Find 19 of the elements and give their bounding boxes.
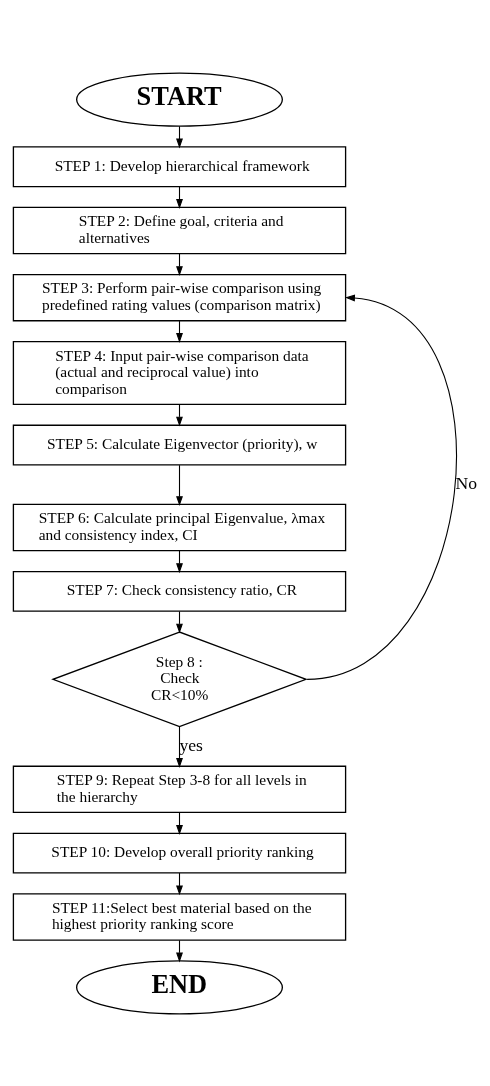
node-box: STEP 4: Input pair-wise comparison data (actual and reciprocal value) into comparison <box>12 340 346 405</box>
node-box: STEP 7: Check consistency ratio, CR <box>12 570 346 612</box>
arrow <box>175 725 183 768</box>
node-box: STEP 9: Repeat Step 3-8 for all levels in the hierarchy <box>12 765 346 813</box>
edge-label: yes <box>179 734 203 755</box>
node-box: STEP 2: Define goal, criteria and alternatives <box>12 206 346 254</box>
node-box: STEP 11:Select best material based on the highest priority ranking score <box>12 892 346 941</box>
node-box: STEP 10: Develop overall priority ranking <box>12 832 346 874</box>
node-ellipse: END <box>75 959 283 1015</box>
node-box: STEP 6: Calculate principal Eigenvalue, λmax and consistency index, CI <box>12 503 346 551</box>
arrow <box>306 294 457 680</box>
node-ellipse: START <box>75 71 283 127</box>
node-diamond: Step 8 : Check CR<10% <box>50 630 308 727</box>
node-box: STEP 3: Perform pair-wise comparison using predefined rating values (comparison matrix) <box>12 273 346 321</box>
node-box: STEP 1: Develop hierarchical framework <box>12 145 346 187</box>
arrow <box>175 464 183 506</box>
node-box: STEP 5: Calculate Eigenvector (priority), w <box>12 424 346 466</box>
edge-label: No <box>455 472 477 493</box>
arrow <box>175 610 183 634</box>
